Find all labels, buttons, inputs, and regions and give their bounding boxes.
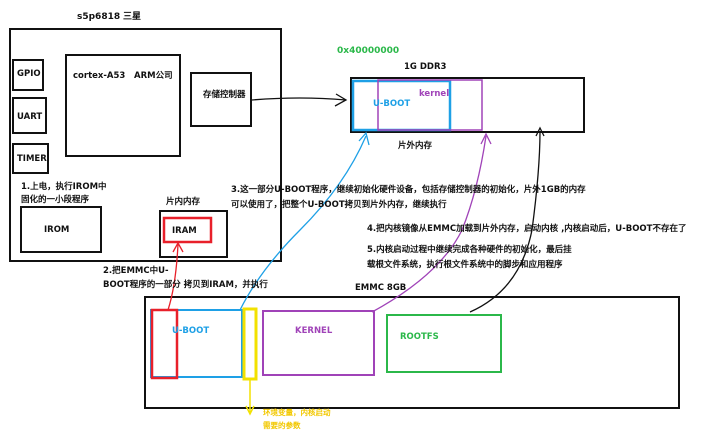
rootfs-to-ddr-arrow <box>469 130 541 313</box>
step1-line1: 1.上电，执行IROM中 <box>21 182 107 192</box>
timer-box <box>12 143 49 174</box>
emmc-box <box>144 296 680 409</box>
step2-line1: 2.把EMMC中U- <box>103 266 169 276</box>
step2-line2: BOOT程序的一部分 拷贝到IRAM，并执行 <box>103 280 268 290</box>
gpio-label: GPIO <box>17 69 41 79</box>
emmc-uboot-to-ddr-arrow <box>239 135 367 311</box>
iram-outer-box <box>159 210 228 258</box>
emmc-uboot-part-region <box>150 308 179 380</box>
storage-controller-label: 存储控制器 <box>203 90 246 100</box>
ddr-kernel-region <box>377 79 483 131</box>
ddr-uboot-label: U-BOOT <box>373 99 411 109</box>
env-note-line2: 需要的参数 <box>263 421 301 430</box>
iram-label: IRAM <box>172 226 197 236</box>
uart-box <box>12 97 47 134</box>
ddr-title: 1G DDR3 <box>404 62 447 72</box>
timer-label: TIMER <box>17 154 47 164</box>
ddr-caption: 片外内存 <box>398 141 433 151</box>
irom-label: IROM <box>44 225 70 235</box>
irom-box <box>20 206 102 253</box>
soc-vendor: 三星 <box>123 12 142 22</box>
emmc-kernel-label: KERNEL <box>295 326 333 336</box>
emmc-env-region <box>242 307 258 381</box>
cpu-designer-label: ARM公司 <box>134 71 173 81</box>
gpio-box <box>12 59 44 91</box>
emmc-title: EMMC 8GB <box>355 283 407 293</box>
cpu-box <box>65 54 181 157</box>
ddr-box <box>350 77 585 133</box>
ddr-address: 0x40000000 <box>337 46 400 56</box>
step5-line1: 5.内核启动过程中继续完成各种硬件的初始化，最后挂 <box>367 245 572 255</box>
soc-title: s5p6818 <box>77 12 121 22</box>
soc-box <box>9 28 282 262</box>
step4-text: 4.把内核镜像从EMMC加载到片外内存，启动内核 ,内核启动后，U-BOOT不存… <box>367 224 687 234</box>
emmc-uboot-region <box>150 309 243 378</box>
ddr-kernel-label: kernel <box>419 89 450 99</box>
emmc-kernel-to-ddr-arrow <box>371 135 487 313</box>
storage-controller-box <box>190 72 252 127</box>
step3-line2: 可以使用了，把整个U-BOOT拷贝到片外内存，继续执行 <box>231 200 447 210</box>
emmc-uboot-label: U-BOOT <box>172 326 210 336</box>
emmc-rootfs-region <box>386 314 502 373</box>
emmc-to-iram-arrow <box>167 243 179 311</box>
uart-label: UART <box>17 112 43 122</box>
iram-caption: 片内内存 <box>166 197 201 207</box>
step1-line2: 固化的一小段程序 <box>21 195 90 205</box>
controller-to-ddr-arrow <box>251 97 347 101</box>
cpu-core-label: cortex-A53 <box>73 71 126 81</box>
emmc-rootfs-label: ROOTFS <box>400 332 439 342</box>
emmc-kernel-region <box>262 310 375 376</box>
iram-inner-box <box>162 216 213 244</box>
step3-line1: 3.这一部分U-BOOT程序，继续初始化硬件设备，包括存储控制器的初始化，片外1… <box>231 185 586 195</box>
step5-line2: 载根文件系统，执行根文件系统中的脚步和应用程序 <box>367 260 563 270</box>
env-note-line1: 环境变量，内核启动 <box>263 408 331 417</box>
